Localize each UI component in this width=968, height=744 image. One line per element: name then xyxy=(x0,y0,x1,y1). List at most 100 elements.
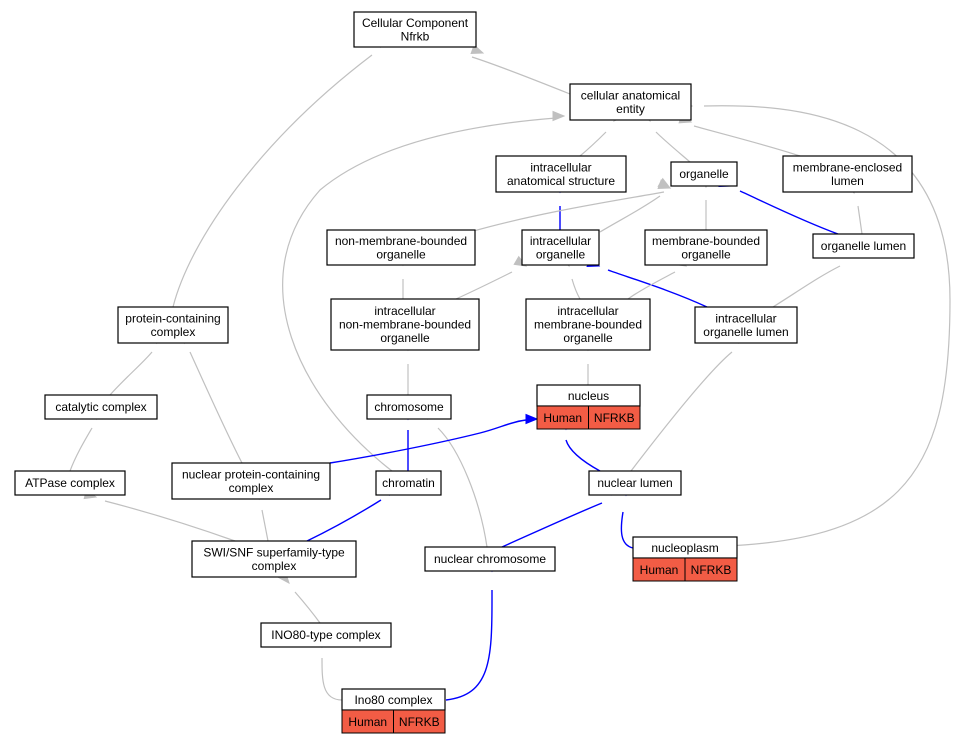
edge-pcc-to-root xyxy=(172,34,381,308)
node-org[interactable]: organelle xyxy=(670,161,738,187)
edge-line xyxy=(630,351,733,472)
arrowhead xyxy=(525,413,539,425)
node-label: non-membrane-bounded xyxy=(339,318,471,332)
edge-line xyxy=(321,657,343,701)
node-label: cellular anatomical xyxy=(581,88,680,102)
node-box xyxy=(588,470,682,496)
node-cat[interactable]: catalytic complex xyxy=(44,394,158,420)
node-label: organelle lumen xyxy=(703,325,788,339)
edge-line xyxy=(579,131,607,157)
node-label: membrane-enclosed xyxy=(793,160,902,174)
arrowhead xyxy=(657,177,672,189)
node-box xyxy=(117,306,229,344)
node-label: nucleus xyxy=(568,389,609,403)
node-label: Ino80 complex xyxy=(354,693,432,707)
edge-line xyxy=(607,269,708,308)
annotation-label: NFRKB xyxy=(594,411,635,425)
edge-line xyxy=(282,117,557,472)
edge-line xyxy=(857,205,863,235)
node-box xyxy=(171,462,331,500)
annotation-cell xyxy=(588,405,641,430)
node-label: anatomical structure xyxy=(507,174,615,188)
node-chr[interactable]: chromosome xyxy=(366,394,452,420)
node-label: intracellular xyxy=(530,160,591,174)
annotation-cell xyxy=(393,709,446,734)
edge-line xyxy=(189,351,243,464)
node-label: membrane-bounded xyxy=(652,234,760,248)
edge-line xyxy=(437,427,488,548)
edge-line xyxy=(599,195,661,233)
edges-layer xyxy=(69,34,951,701)
node-box xyxy=(330,298,480,351)
node-chrom[interactable]: chromatin xyxy=(375,470,442,496)
node-label: nuclear protein-containing xyxy=(182,467,320,481)
annotation-label: Human xyxy=(543,411,582,425)
annotation-label: NFRKB xyxy=(399,715,440,729)
edge-line xyxy=(294,591,321,624)
node-atp[interactable]: ATPase complex xyxy=(14,470,126,496)
node-label: INO80-type complex xyxy=(271,628,380,642)
edge-nl-to-iol xyxy=(630,331,751,472)
node-box xyxy=(14,470,126,496)
edge-line xyxy=(172,54,373,308)
edge-npcc-to-nuc xyxy=(329,413,539,464)
edge-line xyxy=(571,278,581,300)
node-label: organelle xyxy=(679,167,729,181)
edge-ino80t-to-swi xyxy=(277,570,321,624)
node-ino80t[interactable]: INO80-type complex xyxy=(260,622,392,648)
edge-chrom-to-cae xyxy=(282,110,566,472)
node-box xyxy=(670,161,738,187)
edge-line xyxy=(471,56,571,95)
node-label: nucleoplasm xyxy=(651,541,718,555)
edge-line xyxy=(772,265,841,308)
edge-line xyxy=(329,419,527,464)
node-box xyxy=(521,229,600,266)
annotation-label: Human xyxy=(640,563,679,577)
edge-line xyxy=(620,511,634,549)
node-label: nuclear lumen xyxy=(597,476,672,490)
annotation-cell xyxy=(684,557,738,582)
node-label: lumen xyxy=(831,174,864,188)
node-ol[interactable]: organelle lumen xyxy=(812,233,915,259)
node-label: nuclear chromosome xyxy=(434,552,546,566)
node-box xyxy=(260,622,392,648)
node-box xyxy=(525,298,651,351)
edge-ino80-to-nchr xyxy=(445,559,498,701)
edge-line xyxy=(306,499,382,542)
edge-line xyxy=(455,271,513,300)
node-label: intracellular xyxy=(530,234,591,248)
node-box xyxy=(694,306,798,344)
node-nchr[interactable]: nuclear chromosome xyxy=(424,546,556,572)
edge-cae-to-root xyxy=(470,44,571,95)
node-label: membrane-bounded xyxy=(534,318,642,332)
edge-line xyxy=(655,131,691,163)
node-box xyxy=(326,229,476,266)
node-label: Cellular Component xyxy=(362,16,469,30)
node-label: complex xyxy=(252,559,297,573)
edge-line xyxy=(69,427,93,472)
node-box xyxy=(191,540,357,578)
node-label: complex xyxy=(229,481,274,495)
node-inmbo[interactable]: intracellularnon-membrane-boundedorganel… xyxy=(330,298,480,351)
node-nl[interactable]: nuclear lumen xyxy=(588,470,682,496)
node-box xyxy=(44,394,158,420)
node-box xyxy=(782,155,913,193)
node-label: complex xyxy=(151,325,196,339)
node-label: chromosome xyxy=(374,400,444,414)
